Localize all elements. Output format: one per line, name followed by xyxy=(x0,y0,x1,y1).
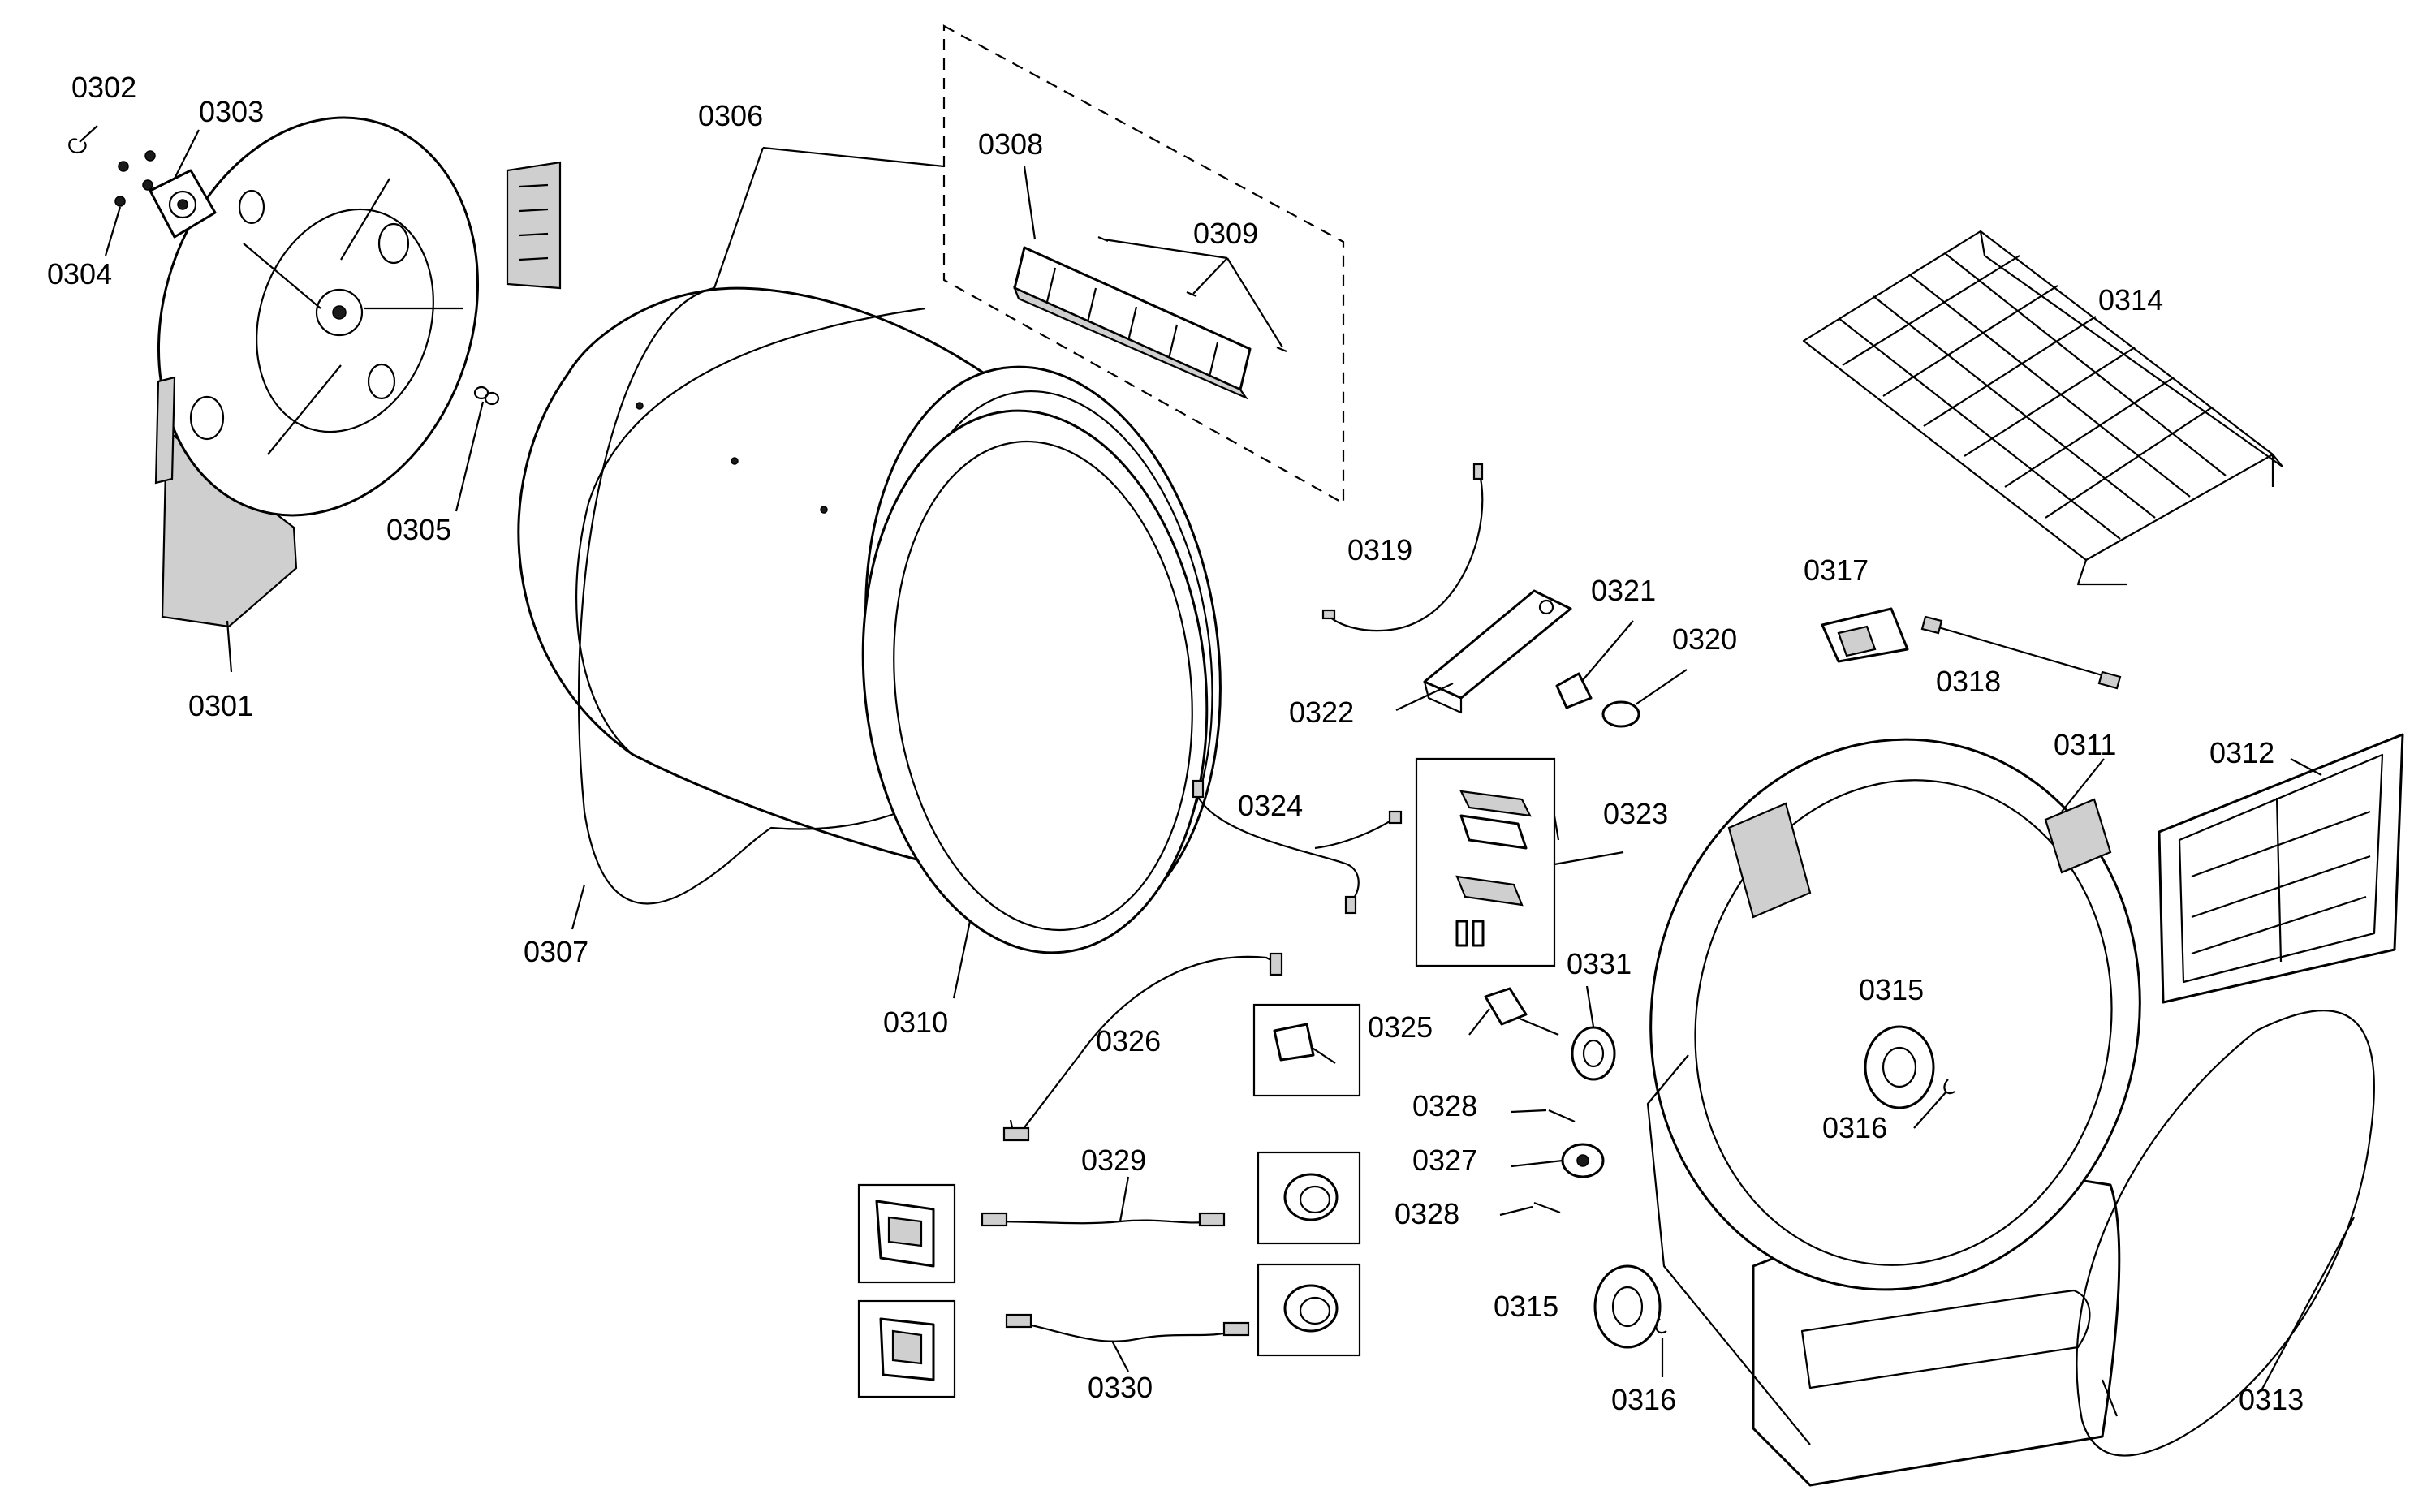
part-0321-sensor-cap xyxy=(1555,672,1593,709)
part-box-thermostat-a xyxy=(1257,1151,1361,1245)
part-0318-wire-harness xyxy=(1920,615,2122,690)
label-0330: 0330 xyxy=(1088,1371,1153,1404)
label-0321: 0321 xyxy=(1591,574,1656,607)
part-0326-wire xyxy=(1002,952,1283,1142)
label-0323: 0323 xyxy=(1603,797,1668,830)
label-0305: 0305 xyxy=(386,513,451,546)
part-0317-connector-block xyxy=(1821,607,1909,663)
part-0307-drive-belt xyxy=(578,286,1007,905)
label-0322: 0322 xyxy=(1289,696,1354,729)
part-0328-screw xyxy=(1533,1109,1576,1214)
label-0328b: 0328 xyxy=(1395,1197,1459,1230)
label-0329: 0329 xyxy=(1081,1144,1146,1177)
part-0304-screws xyxy=(114,150,156,207)
part-0302-clip xyxy=(68,138,87,154)
part-0322-sensor-bracket xyxy=(1423,589,1572,714)
part-0327-thermostat xyxy=(1561,1143,1605,1178)
part-0319-wire xyxy=(1321,463,1484,632)
label-0313: 0313 xyxy=(2239,1383,2304,1416)
part-0314-drying-rack xyxy=(1802,230,2284,586)
label-0311: 0311 xyxy=(2054,728,2116,761)
part-box-relay-b xyxy=(857,1299,956,1398)
label-0310: 0310 xyxy=(883,1006,948,1039)
label-0317: 0317 xyxy=(1804,554,1869,587)
part-0305-washer xyxy=(473,386,500,406)
part-box-relay-a xyxy=(857,1183,956,1284)
label-0315b: 0315 xyxy=(1494,1290,1558,1323)
label-0325: 0325 xyxy=(1368,1010,1433,1044)
label-0324: 0324 xyxy=(1238,789,1303,822)
part-0315-roller-b xyxy=(1593,1264,1662,1349)
part-0311-front-bulkhead xyxy=(1646,738,2141,1487)
part-0330-wire xyxy=(1005,1313,1250,1342)
label-0320: 0320 xyxy=(1672,622,1737,656)
part-0315-roller xyxy=(1864,1025,1935,1109)
label-0309: 0309 xyxy=(1193,217,1258,250)
part-0323-sensor-kit xyxy=(1415,757,1556,967)
label-0331: 0331 xyxy=(1567,947,1632,980)
part-0331-knob xyxy=(1571,1026,1616,1081)
label-0307: 0307 xyxy=(524,935,588,968)
part-box-thermal-fuse xyxy=(1252,1003,1361,1097)
leader-lines xyxy=(79,125,2355,1417)
part-0308-drum-baffle xyxy=(942,24,1345,505)
label-0328a: 0328 xyxy=(1412,1089,1477,1122)
label-0312: 0312 xyxy=(2209,736,2274,769)
label-0319: 0319 xyxy=(1347,533,1412,566)
part-labels: 0302 0303 0304 0305 0301 0306 0308 0309 … xyxy=(47,71,2304,1416)
label-0327: 0327 xyxy=(1412,1144,1477,1177)
label-0316a: 0316 xyxy=(1822,1111,1887,1144)
part-0325-thermistor xyxy=(1484,987,1559,1036)
part-0313-belt xyxy=(2076,1010,2376,1457)
label-0301: 0301 xyxy=(188,689,253,722)
part-0310-front-seal xyxy=(861,409,1209,954)
part-0312-lint-filter xyxy=(2158,733,2404,1004)
part-0303-bearing-plate xyxy=(149,169,217,239)
part-0301-rear-bulkhead xyxy=(154,116,562,628)
part-box-thermostat-b xyxy=(1257,1263,1361,1357)
label-0304: 0304 xyxy=(47,257,112,291)
label-0306: 0306 xyxy=(698,99,763,132)
label-0318: 0318 xyxy=(1936,665,2001,698)
part-0329-wire xyxy=(981,1212,1226,1227)
label-0314: 0314 xyxy=(2098,283,2163,317)
label-0326: 0326 xyxy=(1096,1024,1161,1058)
label-0303: 0303 xyxy=(199,95,264,128)
part-0324-wire xyxy=(1192,779,1403,915)
label-0302: 0302 xyxy=(71,71,136,104)
label-0308: 0308 xyxy=(978,127,1043,161)
part-0320-sensor-plug xyxy=(1601,700,1640,728)
label-0315a: 0315 xyxy=(1859,973,1924,1006)
label-0316b: 0316 xyxy=(1611,1383,1676,1416)
part-0316-clip xyxy=(1655,1079,1955,1334)
